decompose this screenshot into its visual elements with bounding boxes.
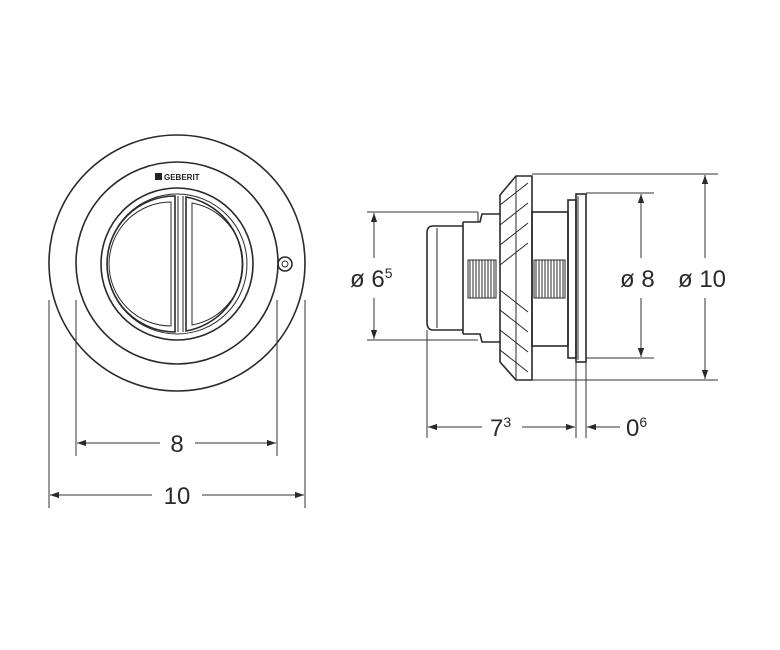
small-flush-button-inner [108, 201, 172, 327]
dim-label-left-dia: ø 65 [350, 265, 393, 293]
dim-label-mid-dia: ø 8 [620, 266, 655, 293]
side-dimensions: ø 65 ø 8 ø 10 73 06 [350, 173, 726, 442]
front-view: GEBERIT [48, 134, 306, 392]
dim-label-outer: 10 [164, 483, 191, 510]
brand-logo: GEBERIT [164, 173, 200, 182]
front-dimensions: 8 10 [48, 300, 306, 510]
button-ring [100, 187, 254, 341]
side-view [426, 175, 587, 381]
cover-plate [567, 199, 577, 359]
dim-label-depth: 73 [490, 414, 511, 442]
dim-label-outer-dia: ø 10 [678, 266, 726, 293]
cover-ring [575, 193, 587, 363]
knob-icon [277, 256, 293, 272]
dim-label-plate: 06 [626, 414, 647, 442]
thread-lines [469, 259, 566, 299]
dim-label-inner: 8 [170, 431, 183, 458]
small-flush-button [106, 195, 176, 333]
logo-mark [155, 173, 162, 180]
large-flush-button [185, 196, 244, 332]
button-divider [177, 196, 184, 332]
large-flush-button-inner [191, 202, 244, 326]
actuator-nose [426, 225, 463, 331]
actuator-body [462, 213, 500, 343]
outer-rim [48, 134, 306, 392]
